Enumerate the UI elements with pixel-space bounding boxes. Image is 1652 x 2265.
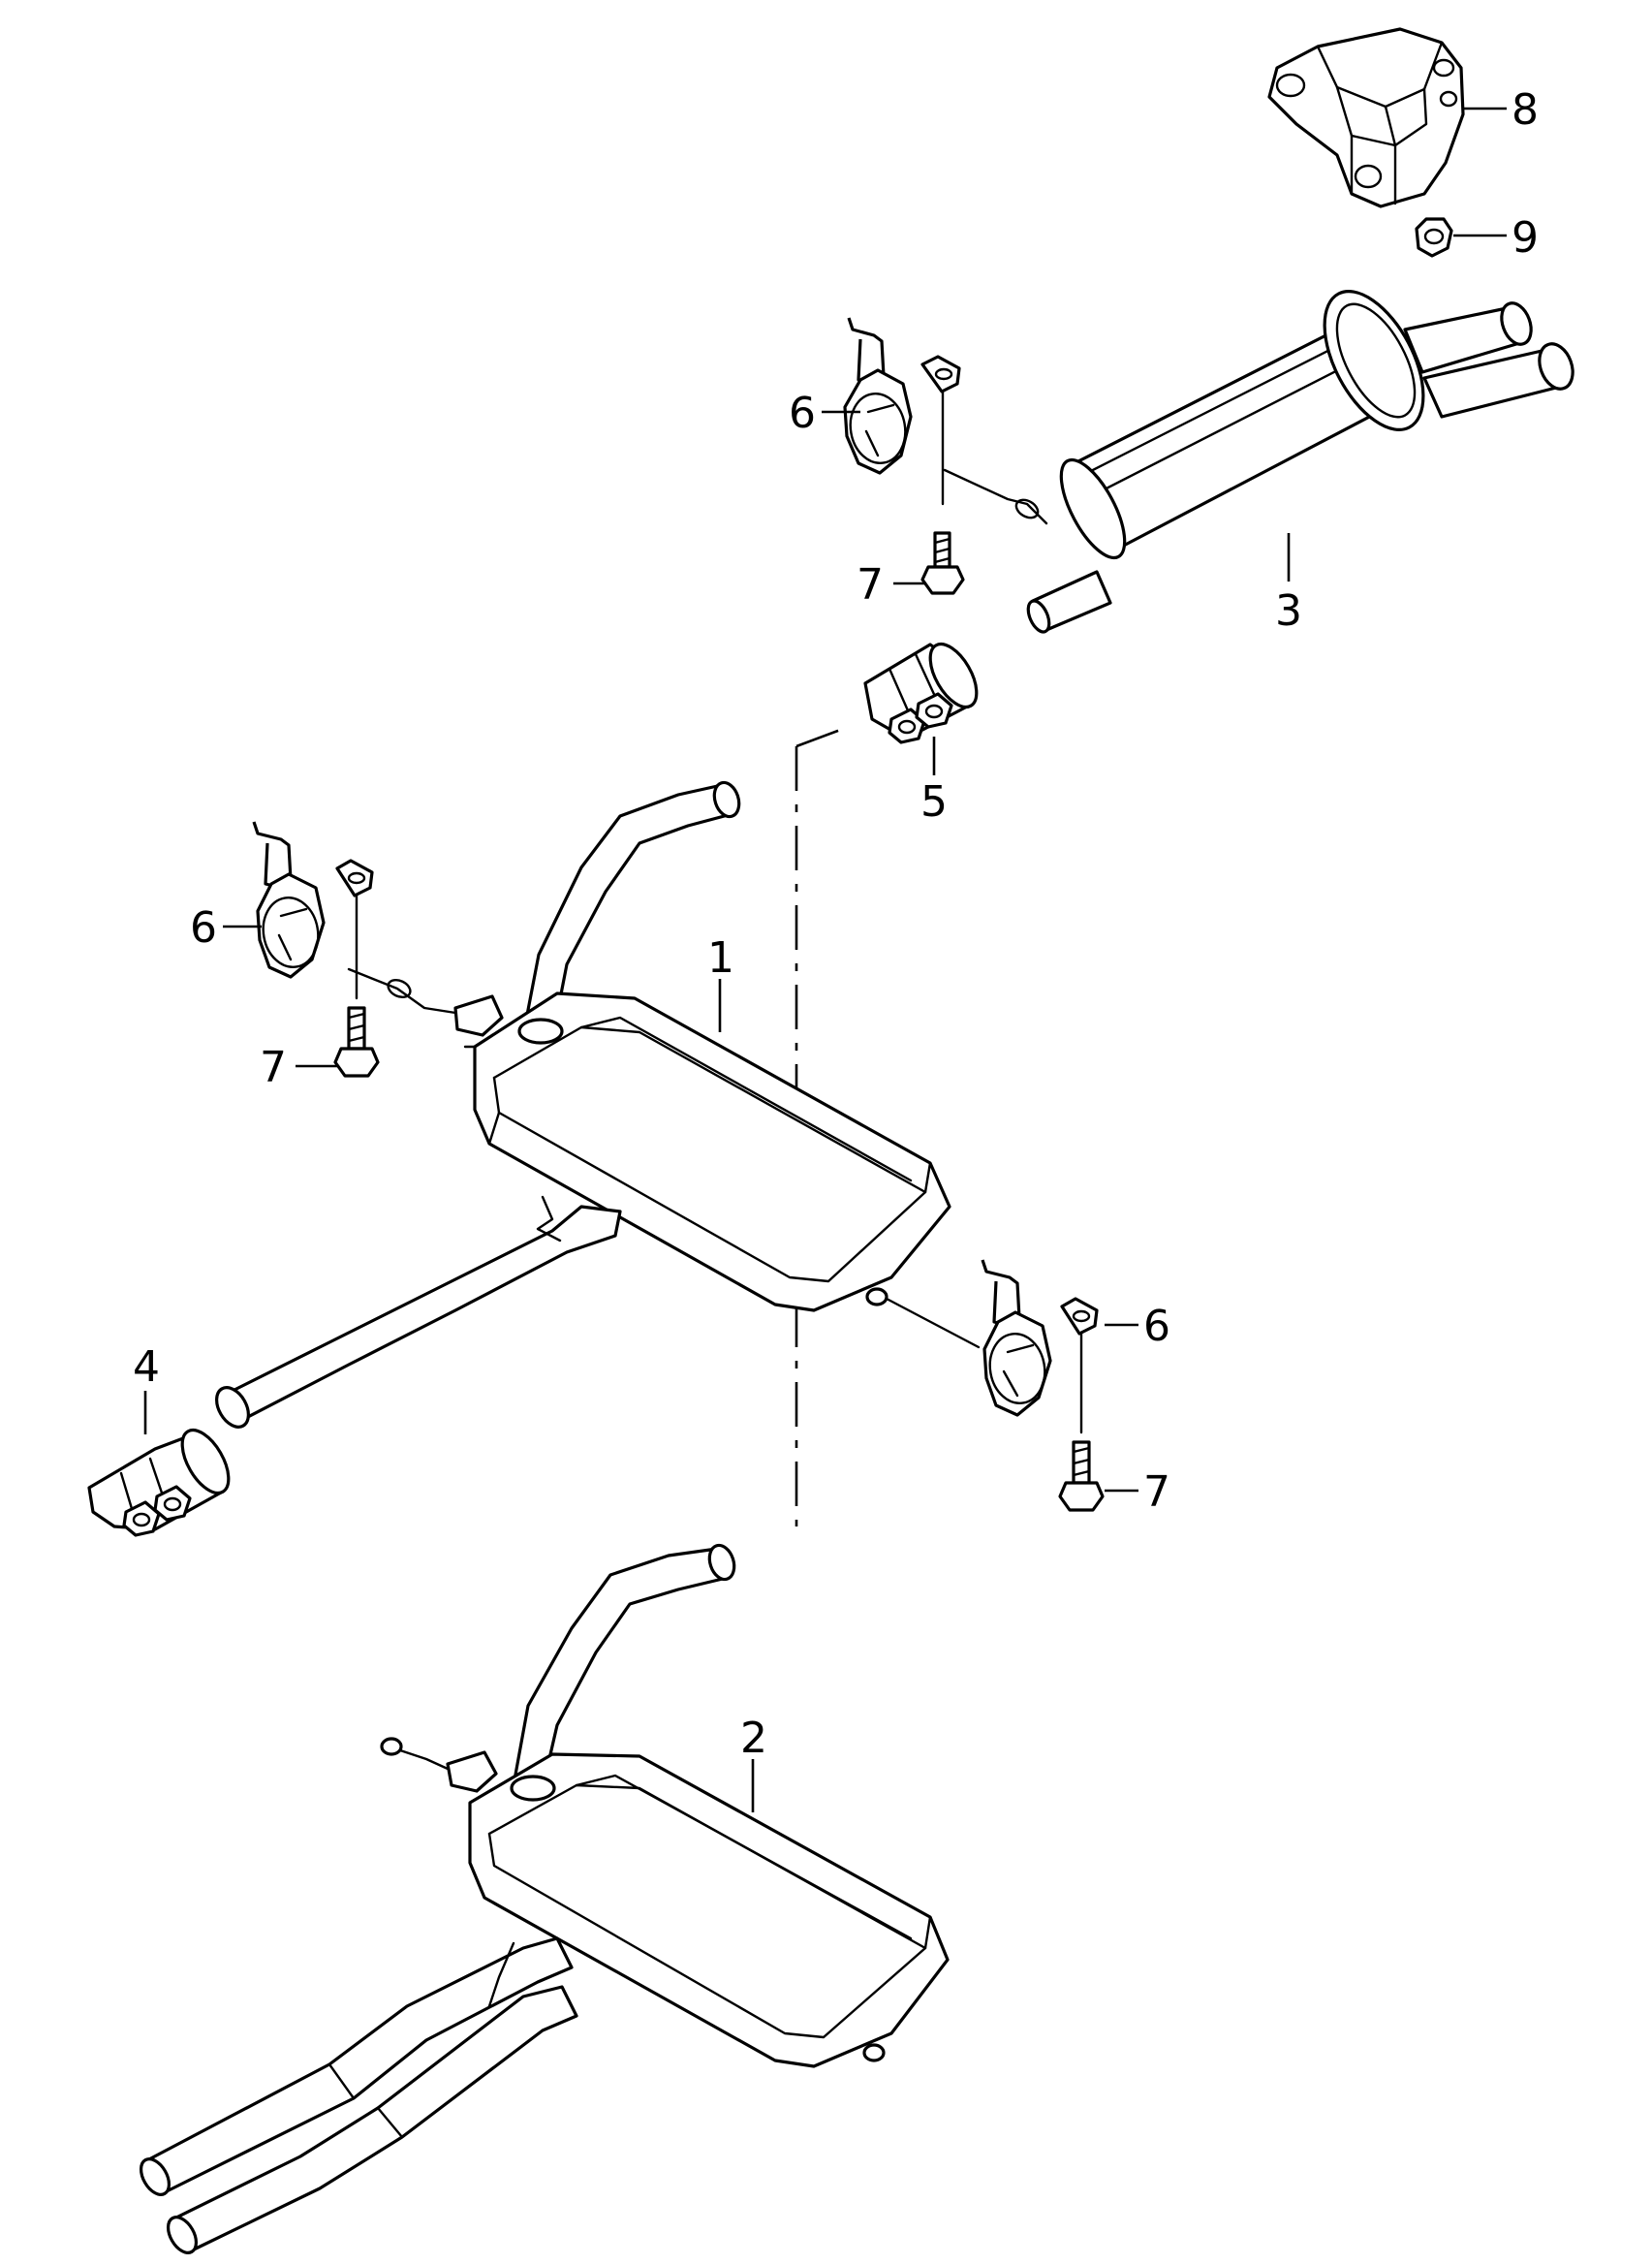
- part-9-nut: [1415, 217, 1453, 258]
- part-1-center-silencer: [215, 780, 981, 1429]
- callout-6-upper: 6: [789, 389, 816, 438]
- callout-4: 4: [133, 1342, 160, 1392]
- part-7-bolt-middle-left: [333, 894, 380, 1078]
- part-6-rubber-mount-middle-left: [252, 821, 374, 979]
- part-6-rubber-mount-upper: [843, 317, 961, 475]
- part-4-clamp-left: [87, 1428, 231, 1537]
- part-6-rubber-mount-middle-right: [981, 1259, 1099, 1417]
- leader-lines: [143, 107, 1507, 1812]
- part-3-rear-silencer: [943, 290, 1574, 634]
- callout-2: 2: [740, 1714, 767, 1763]
- callout-7-middle-left: 7: [260, 1043, 287, 1092]
- callout-5: 5: [920, 777, 948, 827]
- callout-8: 8: [1512, 85, 1539, 135]
- part-7-bolt-upper: [920, 390, 965, 595]
- callout-6-middle-left: 6: [190, 903, 217, 953]
- callout-6-middle-right: 6: [1143, 1302, 1170, 1351]
- part-5-clamp-upper: [863, 642, 979, 744]
- part-7-bolt-middle-right: [1058, 1332, 1105, 1512]
- part-8-mounting-bracket: [1267, 27, 1465, 208]
- part-2-silencer-with-tailpipes: [139, 1543, 950, 2254]
- assembly-centerline: [795, 727, 844, 1526]
- callout-3: 3: [1275, 586, 1302, 636]
- callout-7-upper: 7: [857, 560, 884, 610]
- callout-1: 1: [707, 933, 734, 983]
- callout-9: 9: [1512, 213, 1539, 263]
- callout-labels: 8 9 3 6 7 5 1 6 7 6 7 4 2: [133, 85, 1539, 1763]
- callout-7-middle-right: 7: [1143, 1467, 1170, 1517]
